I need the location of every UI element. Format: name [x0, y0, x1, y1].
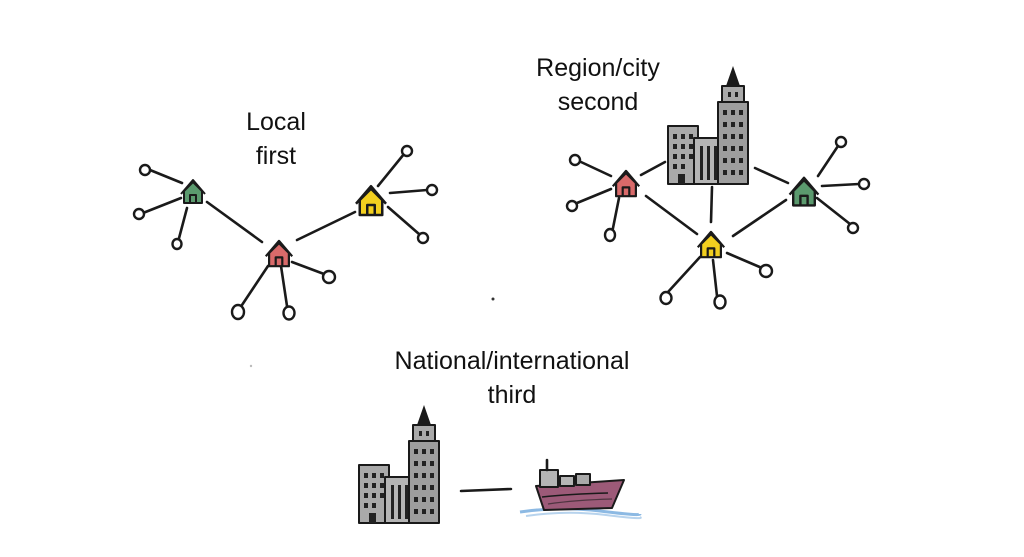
house-icon [788, 176, 820, 207]
local-label-line2: first [255, 142, 297, 170]
region-label: Region/city second [508, 51, 688, 119]
national-label: National/international third [362, 344, 662, 412]
regional-network [565, 65, 871, 310]
local-network [132, 144, 439, 321]
national-label-line2: third [487, 381, 537, 409]
national-group [358, 404, 642, 524]
cargo-ship-icon [519, 458, 642, 520]
house-icon [611, 169, 641, 198]
city-buildings-icon [667, 65, 749, 185]
stray-dot [491, 297, 495, 301]
local-label: Local first [226, 105, 326, 173]
national-label-line1: National/international [394, 347, 630, 375]
city-buildings-icon [358, 404, 440, 524]
house-icon [696, 230, 726, 259]
region-label-line2: second [557, 88, 639, 116]
house-icon [354, 185, 388, 217]
local-label-line1: Local [246, 108, 306, 136]
stray-dot [249, 364, 253, 368]
region-label-line1: Region/city [536, 54, 660, 82]
house-icon [180, 179, 206, 204]
house-icon [264, 239, 294, 268]
